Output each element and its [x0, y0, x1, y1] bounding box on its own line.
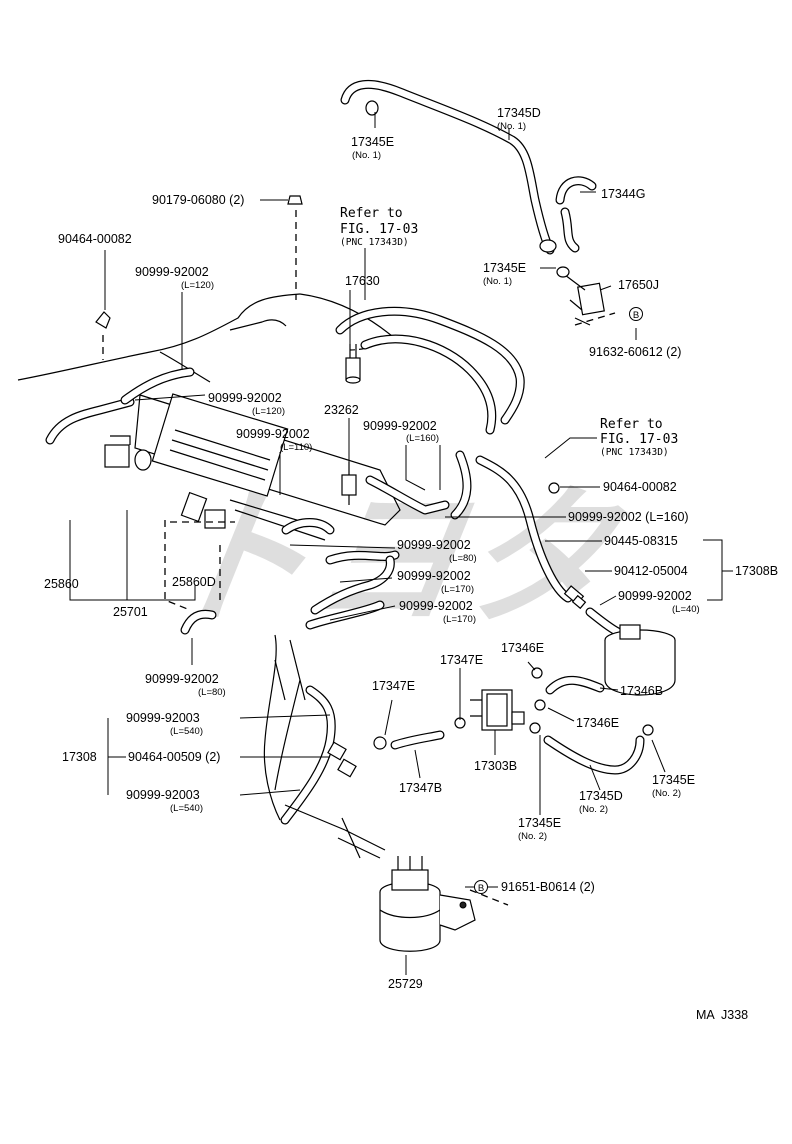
svg-text:B: B [478, 883, 484, 894]
hose-17345d-no1 [340, 79, 597, 255]
pipes-lower [263, 634, 386, 859]
callout-90464-00082-left: 90464-00082 [58, 232, 132, 246]
callout-90999-92002-l120-top: 90999-92002 [135, 265, 209, 279]
callout-17344g: 17344G [601, 187, 645, 201]
callout-17345e-no1-top: 17345E [351, 135, 394, 149]
callout-90999-92003-b-sub: (L=540) [170, 803, 203, 814]
callout-refer-fig-top-sub: (PNC 17343D) [340, 237, 409, 248]
callout-17345e-no2-right: 17345E [652, 773, 695, 787]
callout-90999-92002-l40-sub: (L=40) [672, 604, 700, 615]
callout-90999-92003-a: 90999-92003 [126, 711, 200, 725]
callout-90999-92002-l110-sub: (L=110) [280, 442, 312, 453]
illustration [17, 79, 676, 952]
callout-25860d: 25860D [172, 575, 216, 589]
callout-17345d-no2: 17345D [579, 789, 623, 803]
callout-90999-92002-l170-a: 90999-92002 [397, 569, 471, 583]
canister-right [604, 624, 676, 696]
callout-17347b: 17347B [399, 781, 442, 795]
callout-90412-05004: 90412-05004 [614, 564, 688, 578]
filter-23262 [341, 462, 357, 505]
callout-90999-92002-l120-mid: 90999-92002 [208, 391, 282, 405]
callout-90999-92003-b: 90999-92003 [126, 788, 200, 802]
canister-25729 [379, 856, 476, 952]
drawing-code: MA J338 [696, 1008, 748, 1022]
callout-23262: 23262 [324, 403, 359, 417]
bolt-marker-b2: B [474, 880, 488, 894]
callout-17345e-no2-bottom: 17345E [518, 816, 561, 830]
bolt-marker-b1: B [629, 307, 643, 321]
callout-90999-92002-l110: 90999-92002 [236, 427, 310, 441]
callout-17630: 17630 [345, 274, 380, 288]
callout-91651-b0614: 91651-B0614 (2) [501, 880, 595, 894]
hoses-middle [45, 306, 623, 637]
callout-labels: 17345D (No. 1) 17345E (No. 1) 17344G 901… [44, 106, 778, 1022]
solenoid-17303b [470, 689, 525, 731]
callout-17346e-top: 17346E [501, 641, 544, 655]
callout-17345e-no2-right-sub: (No. 2) [652, 788, 681, 799]
callout-90999-92002-l80-mid-sub: (L=80) [449, 553, 477, 564]
callout-17345d-no2-sub: (No. 2) [579, 804, 608, 815]
callout-17347e-top: 17347E [440, 653, 483, 667]
callout-90999-92002-l170-a-sub: (L=170) [441, 584, 474, 595]
callout-17303b: 17303B [474, 759, 517, 773]
callout-17650j: 17650J [618, 278, 659, 292]
callout-90464-00082-right: 90464-00082 [603, 480, 677, 494]
vsv-25860 [104, 435, 226, 529]
callout-90999-92002-l170-b-sub: (L=170) [443, 614, 476, 625]
callout-90999-92002-l80-low: 90999-92002 [145, 672, 219, 686]
valve-17630 [345, 344, 361, 384]
callout-17345d-no1: 17345D [497, 106, 541, 120]
callout-17345e-no2-bottom-sub: (No. 2) [518, 831, 547, 842]
callout-90999-92002-l120-mid-sub: (L=120) [252, 406, 285, 417]
callout-17308b: 17308B [735, 564, 778, 578]
callout-17346b: 17346B [620, 684, 663, 698]
callout-17347e-left: 17347E [372, 679, 415, 693]
svg-text:B: B [633, 310, 639, 321]
clamp-left [95, 311, 111, 360]
callout-90999-92002-l170-b: 90999-92002 [399, 599, 473, 613]
callout-17308: 17308 [62, 750, 97, 764]
callout-90999-92003-a-sub: (L=540) [170, 726, 203, 737]
check-valve [563, 585, 587, 610]
callout-17345d-no1-sub: (No. 1) [497, 121, 526, 132]
callout-25860: 25860 [44, 577, 79, 591]
dashed-lines-left [164, 520, 235, 611]
callout-90999-92002-l120-top-sub: (L=120) [181, 280, 214, 291]
hoses-right-lower [373, 482, 654, 775]
vsv-17650j [556, 266, 605, 326]
callout-refer-fig-right-sub: (PNC 17343D) [600, 447, 669, 458]
callout-90464-00509: 90464-00509 (2) [128, 750, 220, 764]
callout-17346e-mid: 17346E [576, 716, 619, 730]
callout-90999-92002-l40: 90999-92002 [618, 589, 692, 603]
callout-90999-92002-l80-mid: 90999-92002 [397, 538, 471, 552]
callout-90999-92002-l80-low-sub: (L=80) [198, 687, 226, 698]
callout-90999-92002-l160-top-sub: (L=160) [406, 433, 439, 444]
leader-lines [69, 112, 733, 975]
callout-17345e-no1-top-sub: (No. 1) [352, 150, 381, 161]
callout-90999-92002-l160-top: 90999-92002 [363, 419, 437, 433]
callout-91632-60612: 91632-60612 (2) [589, 345, 681, 359]
callout-25729: 25729 [388, 977, 423, 991]
callout-17345e-no1-mid-sub: (No. 1) [483, 276, 512, 287]
callout-90999-92002-l160-right: 90999-92002 (L=160) [568, 510, 689, 524]
callout-17345e-no1-mid: 17345E [483, 261, 526, 275]
callout-90179-06080: 90179-06080 (2) [152, 193, 244, 207]
callout-25701: 25701 [113, 605, 148, 619]
fitting-90179 [287, 195, 303, 300]
callout-90445-08315: 90445-08315 [604, 534, 678, 548]
